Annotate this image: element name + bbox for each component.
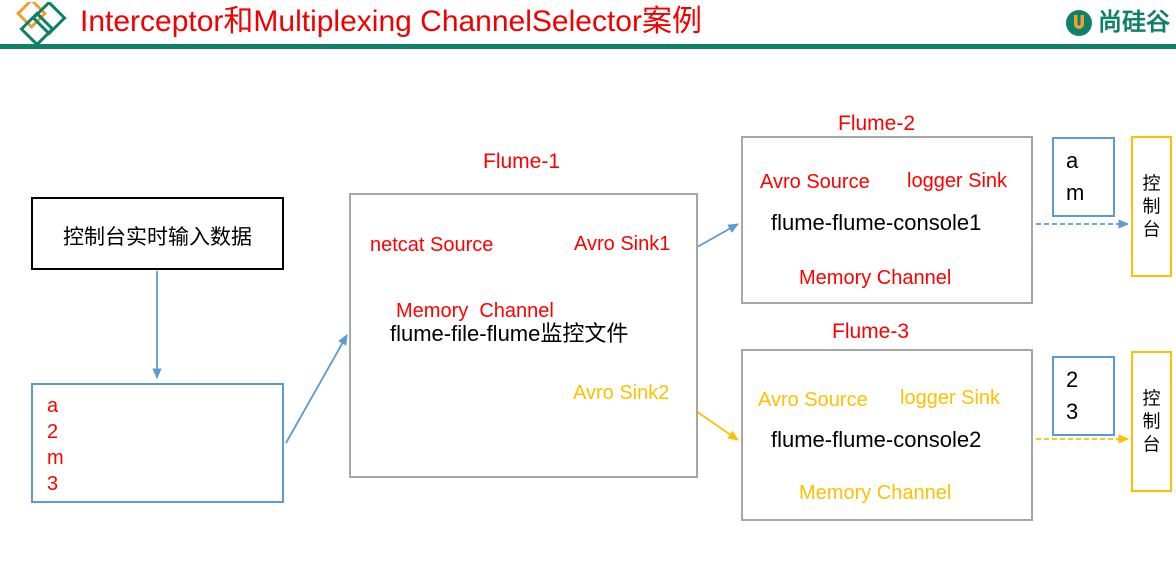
console-bottom-box[interactable]: 控 制 台 [1131, 351, 1172, 492]
flume3-title: Flume-3 [832, 320, 910, 343]
atguigu-u-logo-icon [1065, 9, 1093, 37]
diamond-brand-icon [8, 0, 72, 47]
page-title: Interceptor和Multiplexing ChannelSelector… [80, 5, 702, 38]
header-divider [0, 44, 1176, 49]
output-top-lines: a m [1066, 148, 1085, 205]
input-data-lines: a 2 m 3 [47, 395, 64, 495]
flume2-title: Flume-2 [838, 112, 916, 135]
input-data-box[interactable]: a 2 m 3 [31, 383, 284, 503]
arrow-data-to-flume1 [285, 334, 348, 444]
console-bottom-label: 控 制 台 [1142, 387, 1161, 455]
console-input-box[interactable]: 控制台实时输入数据 [31, 197, 284, 270]
flume2-channel-label: Memory Channel [799, 267, 952, 289]
flume3-channel-label: Memory Channel [799, 482, 952, 504]
flume3-source-label: Avro Source [758, 389, 868, 411]
flume1-config-label: flume-file-flume监控文件 [390, 321, 629, 346]
console-input-label: 控制台实时输入数据 [63, 226, 252, 249]
flume1-channel-label: Memory Channel [396, 300, 554, 322]
console-top-label: 控 制 台 [1142, 172, 1161, 240]
slide-header: Interceptor和Multiplexing ChannelSelector… [0, 0, 1176, 50]
flume3-sink-label: logger Sink [900, 387, 1001, 409]
flume1-sink1-label: Avro Sink1 [574, 233, 671, 255]
output-bottom-lines: 2 3 [1066, 367, 1079, 424]
flume1-sink2-label: Avro Sink2 [573, 382, 670, 404]
flume2-source-label: Avro Source [760, 171, 870, 193]
brand-logo-text: 尚硅谷 [1098, 9, 1170, 36]
flume2-config-label: flume-flume-console1 [771, 210, 982, 235]
output-bottom-box[interactable]: 2 3 [1052, 356, 1115, 436]
flume3-box[interactable] [741, 349, 1033, 521]
flume1-title: Flume-1 [483, 150, 561, 173]
output-top-box[interactable]: a m [1052, 137, 1115, 217]
flume3-config-label: flume-flume-console2 [771, 427, 982, 452]
flume2-sink-label: logger Sink [907, 170, 1008, 192]
console-top-box[interactable]: 控 制 台 [1131, 136, 1172, 277]
flume2-box[interactable] [741, 136, 1033, 304]
flume1-box[interactable] [349, 193, 698, 478]
brand-logo: 尚硅谷 [1065, 6, 1170, 40]
flume1-source-label: netcat Source [370, 234, 494, 256]
